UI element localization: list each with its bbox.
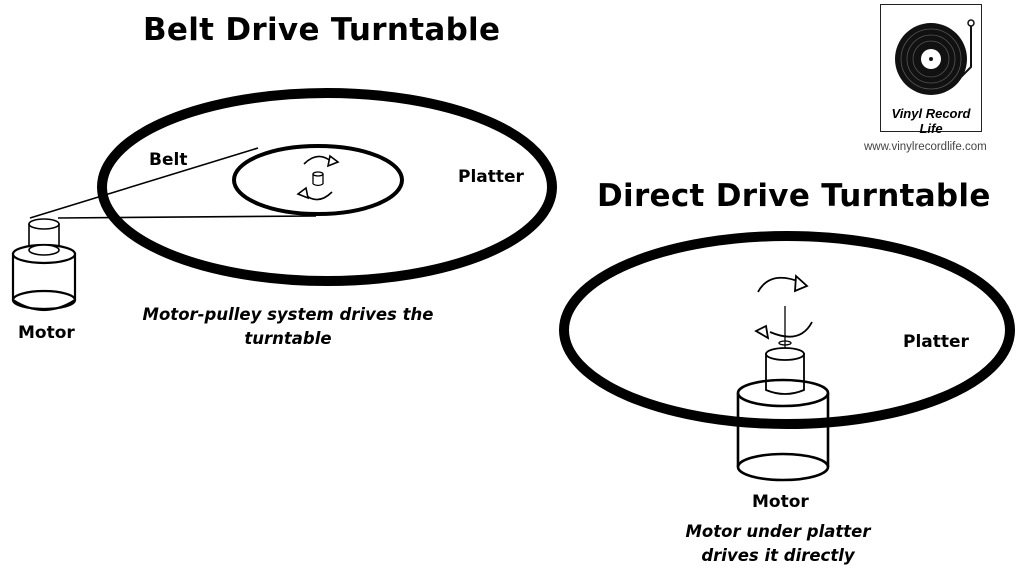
belt-motor-body: [11, 243, 77, 311]
direct-rotation-arrows: [754, 274, 813, 340]
direct-motor-label: Motor: [752, 492, 809, 512]
vinyl-record-icon: [895, 19, 975, 95]
belt-line-top: [29, 147, 259, 219]
direct-spindle: [778, 306, 792, 348]
direct-platter-outer: [559, 231, 1015, 429]
site-url: www.vinylrecordlife.com: [864, 141, 987, 153]
direct-caption-line-1: Motor under platter: [685, 522, 871, 541]
belt-platter-outer: [97, 88, 557, 286]
direct-caption-line-2: drives it directly: [701, 546, 855, 565]
direct-motor-shaft: [765, 347, 805, 395]
belt-line-bottom: [57, 215, 317, 219]
belt-platter-label: Platter: [458, 167, 524, 187]
belt-drive-title: Belt Drive Turntable: [143, 12, 501, 48]
belt-inner-ring: [232, 144, 404, 216]
direct-platter-label: Platter: [903, 332, 969, 352]
belt-caption-line-1: Motor-pulley system drives the: [142, 305, 434, 324]
direct-drive-title: Direct Drive Turntable: [597, 178, 991, 214]
belt-label: Belt: [149, 150, 188, 170]
belt-caption: Motor-pulley system drives the turntable: [130, 303, 446, 351]
logo-name: Vinyl Record Life: [891, 106, 971, 136]
vinyl-record-life-logo: Vinyl Record Life: [880, 4, 982, 136]
belt-spindle: [312, 171, 324, 187]
belt-motor-label: Motor: [18, 323, 75, 343]
belt-rotation-arrows: [296, 154, 340, 201]
direct-motor-body: [736, 378, 830, 482]
belt-caption-line-2: turntable: [244, 329, 332, 348]
direct-caption: Motor under platter drives it directly: [670, 520, 886, 568]
